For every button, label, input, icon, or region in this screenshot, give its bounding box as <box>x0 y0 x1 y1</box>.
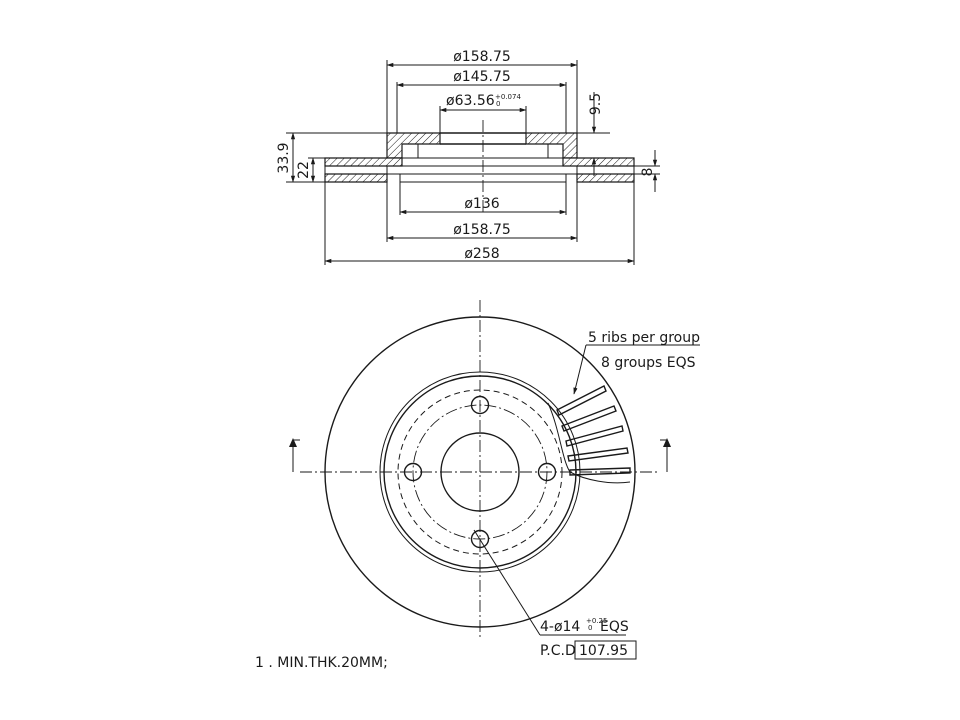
bolt-hole-bottom <box>470 529 490 549</box>
bolt-hole-right <box>537 462 557 482</box>
holes-suffix: EQS <box>600 619 629 635</box>
friction-inner-circle <box>379 371 581 573</box>
dim-outer-hat-diameter: ø158.75 <box>453 49 511 65</box>
rib <box>569 467 631 476</box>
hat-inner-hidden-circle <box>397 389 563 555</box>
bolt-hole-left <box>403 462 423 482</box>
disc-right-lower-face <box>576 173 635 183</box>
hat-left-section <box>386 132 441 159</box>
note-min-thickness: 1 . MIN.THK.20MM; <box>255 655 388 671</box>
rib-note-line1: 5 ribs per group <box>588 330 700 346</box>
disc-right-upper-face <box>562 157 635 167</box>
dim-disc-thickness: 22 <box>296 161 312 179</box>
hole-leader <box>473 529 541 636</box>
dim-disc-diameter: ø258 <box>464 246 499 262</box>
hat-right-section <box>525 132 578 159</box>
plan-view: 5 ribs per group 8 groups EQS 4-ø14 +0.2… <box>289 300 700 660</box>
rib <box>561 405 617 432</box>
pcd-value: 107.95 <box>579 643 628 659</box>
dim-vane-gap: 8 <box>640 168 656 177</box>
dim-hat-offset: 9.5 <box>588 93 604 115</box>
holes-tol-lower: 0 <box>588 624 592 632</box>
bolt-hole-top <box>470 395 490 415</box>
rib <box>567 447 629 462</box>
rib-group <box>556 385 631 476</box>
dim-bore-tol-upper: +0.074 <box>495 93 521 101</box>
center-bore-circle <box>440 432 520 512</box>
dim-inner-face-diameter: ø136 <box>464 196 499 212</box>
dim-hat-bottom-diameter: ø158.75 <box>453 222 511 238</box>
holes-tol-upper: +0.25 <box>586 617 607 625</box>
disc-left-upper-face <box>324 157 403 167</box>
section-left-half <box>324 132 441 183</box>
dim-hat-inner-diameter: ø145.75 <box>453 69 511 85</box>
rib <box>565 425 624 447</box>
section-view: ø158.75 ø145.75 ø63.56 +0.074 0 9.5 33.9… <box>276 49 660 265</box>
pcd-box <box>574 640 637 660</box>
rib <box>556 385 607 416</box>
pcd-label: P.C.D <box>540 643 576 659</box>
disc-left-lower-face <box>324 173 388 183</box>
hat-outer-circle <box>383 375 577 569</box>
holes-note: 4-ø14 <box>540 619 580 635</box>
dim-bore-tol-lower: 0 <box>496 100 500 108</box>
dim-bore-diameter: ø63.56 <box>446 93 495 109</box>
dim-total-height: 33.9 <box>276 142 292 173</box>
disc-outer-circle <box>324 316 636 628</box>
rib-note-line2: 8 groups EQS <box>601 355 696 371</box>
